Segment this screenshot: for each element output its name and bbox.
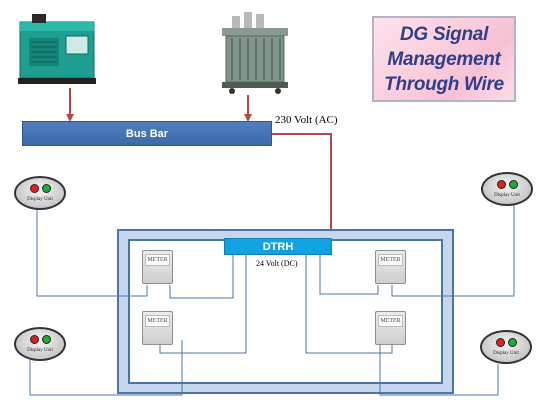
title-box: DG Signal Management Through Wire (372, 16, 516, 102)
diesel-generator-icon (18, 14, 96, 84)
display-unit-label: Display Unit (27, 348, 53, 353)
bus-bar: Bus Bar (22, 121, 272, 146)
meter-label: METER (145, 254, 170, 266)
display-unit-bottom-right: Display Unit (480, 330, 532, 364)
meter-bottom-right: METER (375, 311, 406, 345)
green-led-icon (42, 335, 51, 344)
green-led-icon (508, 338, 517, 347)
display-unit-label: Display Unit (493, 351, 519, 356)
meter-label: METER (378, 254, 403, 266)
green-led-icon (509, 180, 518, 189)
dtrh-label: DTRH (262, 240, 294, 253)
bus-bar-label: Bus Bar (125, 127, 169, 140)
diagram-title: DG Signal Management Through Wire (384, 23, 504, 95)
display-unit-bottom-left: Display Unit (14, 327, 66, 361)
dc-voltage-label: 24 Volt (DC) (256, 259, 298, 268)
meter-top-right: METER (375, 250, 406, 284)
ac-voltage-label: 230 Volt (AC) (275, 114, 338, 126)
meter-bottom-left: METER (142, 311, 173, 345)
red-led-icon (30, 184, 39, 193)
dtrh-unit: DTRH (224, 238, 332, 255)
display-unit-label: Display Unit (27, 197, 53, 202)
red-led-icon (30, 335, 39, 344)
display-unit-top-right: Display Unit (481, 172, 533, 206)
display-unit-label: Display Unit (494, 193, 520, 198)
meter-label: METER (145, 315, 170, 327)
meter-label: METER (378, 315, 403, 327)
ac-supply-line (272, 133, 335, 238)
transformer-icon (222, 12, 288, 94)
green-led-icon (42, 184, 51, 193)
display-unit-top-left: Display Unit (14, 176, 66, 210)
red-led-icon (497, 180, 506, 189)
red-led-icon (496, 338, 505, 347)
meter-top-left: METER (142, 250, 173, 284)
